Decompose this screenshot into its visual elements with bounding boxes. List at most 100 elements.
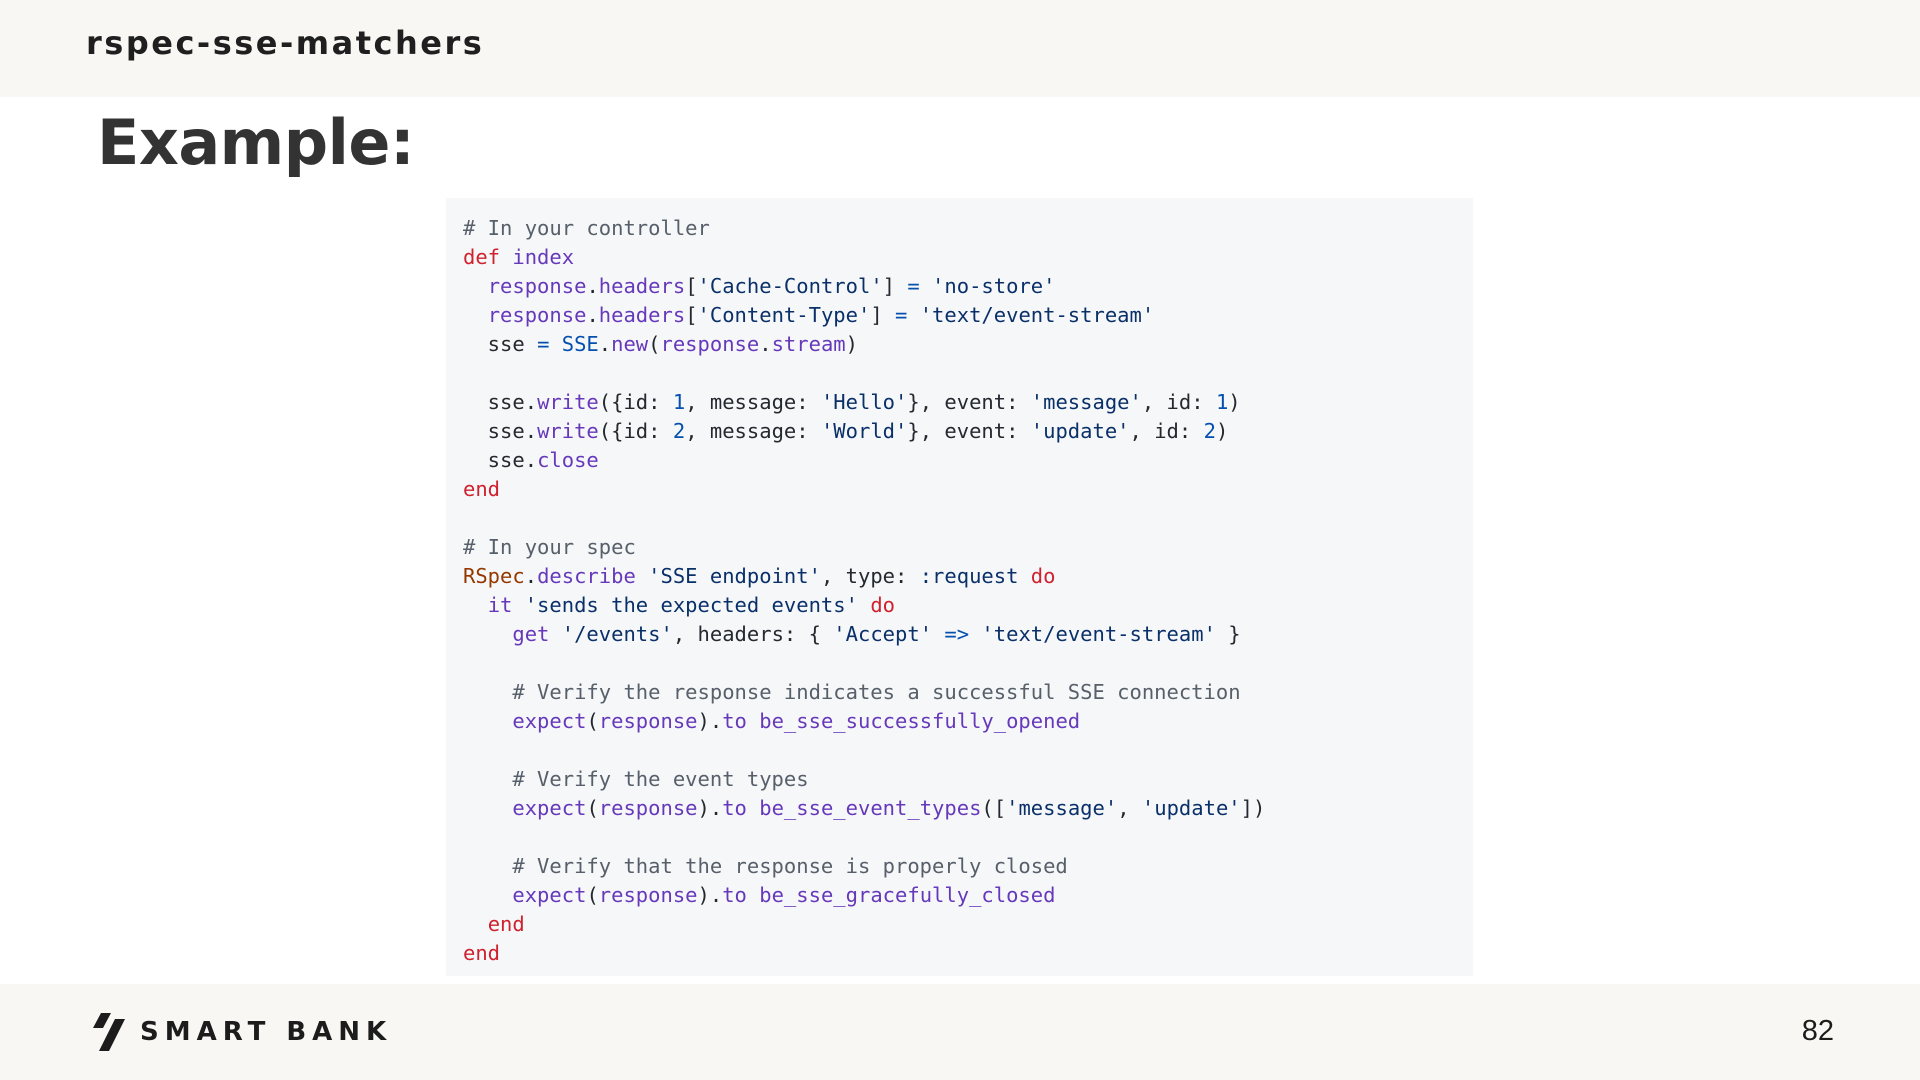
code-token xyxy=(1018,564,1030,588)
code-token xyxy=(463,303,488,327)
smartbank-logo-icon xyxy=(93,1013,125,1051)
code-token: sse. xyxy=(463,419,538,443)
code-token: . xyxy=(598,332,612,356)
code-token: , message: xyxy=(685,419,821,443)
code-line: # Verify the response indicates a succes… xyxy=(463,678,1457,707)
code-token xyxy=(969,622,981,646)
code-token: 2 xyxy=(672,419,686,443)
code-token: # In your spec xyxy=(463,535,636,559)
code-token: ). xyxy=(697,883,723,907)
code-token: } xyxy=(1215,622,1241,646)
code-token xyxy=(463,622,512,646)
code-token: 'no-store' xyxy=(932,274,1056,298)
code-line: expect(response).to be_sse_gracefully_cl… xyxy=(463,881,1457,910)
code-token: '/events' xyxy=(561,622,673,646)
code-token: # Verify that the response is properly c… xyxy=(512,854,1068,878)
code-token xyxy=(463,883,512,907)
code-token: index xyxy=(512,245,575,269)
code-token: def xyxy=(463,245,501,269)
code-line xyxy=(463,823,1457,852)
code-token: ). xyxy=(697,796,723,820)
code-token: expect xyxy=(512,709,587,733)
code-token: SSE xyxy=(561,332,599,356)
code-token xyxy=(549,332,561,356)
code-token: 'update' xyxy=(1141,796,1241,820)
code-token: response xyxy=(598,883,698,907)
code-token: = xyxy=(907,274,920,298)
code-token: ] xyxy=(882,274,908,298)
code-line: expect(response).to be_sse_event_types([… xyxy=(463,794,1457,823)
code-token: 'World' xyxy=(820,419,908,443)
code-token: 1 xyxy=(672,390,686,414)
code-token: [ xyxy=(685,274,698,298)
code-line: # In your controller xyxy=(463,214,1457,243)
code-token: end xyxy=(487,912,525,936)
code-token xyxy=(907,303,919,327)
code-token: headers xyxy=(598,274,686,298)
brand-name: SMART BANK xyxy=(140,1017,393,1047)
code-token xyxy=(463,593,488,617)
code-token: RSpec xyxy=(463,564,525,588)
code-token: ) xyxy=(1215,419,1229,443)
top-header-bar xyxy=(0,0,1920,97)
code-token: response xyxy=(660,332,760,356)
code-token: 'Accept' xyxy=(833,622,933,646)
code-line: response.headers['Cache-Control'] = 'no-… xyxy=(463,272,1457,301)
code-token: . xyxy=(759,332,772,356)
code-token: = xyxy=(537,332,550,356)
code-token: :request xyxy=(919,564,1019,588)
code-token: sse. xyxy=(463,448,538,472)
code-token: , headers: { xyxy=(672,622,834,646)
code-line xyxy=(463,359,1457,388)
code-token: 'message' xyxy=(1030,390,1142,414)
code-token xyxy=(932,622,944,646)
code-line: expect(response).to be_sse_successfully_… xyxy=(463,707,1457,736)
code-token: . xyxy=(586,303,599,327)
code-token xyxy=(463,709,512,733)
code-token xyxy=(858,593,870,617)
code-token: to xyxy=(722,883,747,907)
code-line: sse.close xyxy=(463,446,1457,475)
code-token: 1 xyxy=(1215,390,1229,414)
code-token: 'sends the expected events' xyxy=(524,593,858,617)
code-token: write xyxy=(537,390,599,414)
code-token: ]) xyxy=(1240,796,1266,820)
code-token: describe xyxy=(537,564,636,588)
code-token: => xyxy=(944,622,970,646)
code-token xyxy=(512,593,524,617)
code-token: headers xyxy=(598,303,686,327)
code-token xyxy=(463,767,512,791)
code-token: 'Cache-Control' xyxy=(697,274,883,298)
code-line xyxy=(463,736,1457,765)
code-line: end xyxy=(463,910,1457,939)
code-token: get xyxy=(512,622,550,646)
code-token: ({id: xyxy=(598,419,673,443)
code-token: response xyxy=(487,303,587,327)
code-line: # Verify the event types xyxy=(463,765,1457,794)
code-token: end xyxy=(463,941,501,965)
code-line: sse = SSE.new(response.stream) xyxy=(463,330,1457,359)
code-token xyxy=(747,883,759,907)
code-token: it xyxy=(487,593,513,617)
code-token: new xyxy=(611,332,649,356)
deck-title: rspec-sse-matchers xyxy=(86,24,485,62)
code-token: ] xyxy=(870,303,896,327)
code-token: ) xyxy=(845,332,858,356)
code-token: 2 xyxy=(1203,419,1216,443)
code-token: response xyxy=(598,709,698,733)
code-token: , xyxy=(1117,796,1142,820)
code-token: , id: xyxy=(1129,419,1204,443)
code-token: 'text/event-stream' xyxy=(981,622,1216,646)
code-token: , type: xyxy=(820,564,920,588)
code-token: end xyxy=(463,477,501,501)
code-token: = xyxy=(895,303,908,327)
code-token: # Verify the response indicates a succes… xyxy=(512,680,1241,704)
code-token: close xyxy=(537,448,599,472)
code-token: stream xyxy=(771,332,846,356)
code-token: ( xyxy=(586,796,599,820)
code-line: # Verify that the response is properly c… xyxy=(463,852,1457,881)
code-token: be_sse_gracefully_closed xyxy=(759,883,1056,907)
code-token: , id: xyxy=(1141,390,1216,414)
code-token xyxy=(747,709,759,733)
code-line: RSpec.describe 'SSE endpoint', type: :re… xyxy=(463,562,1457,591)
